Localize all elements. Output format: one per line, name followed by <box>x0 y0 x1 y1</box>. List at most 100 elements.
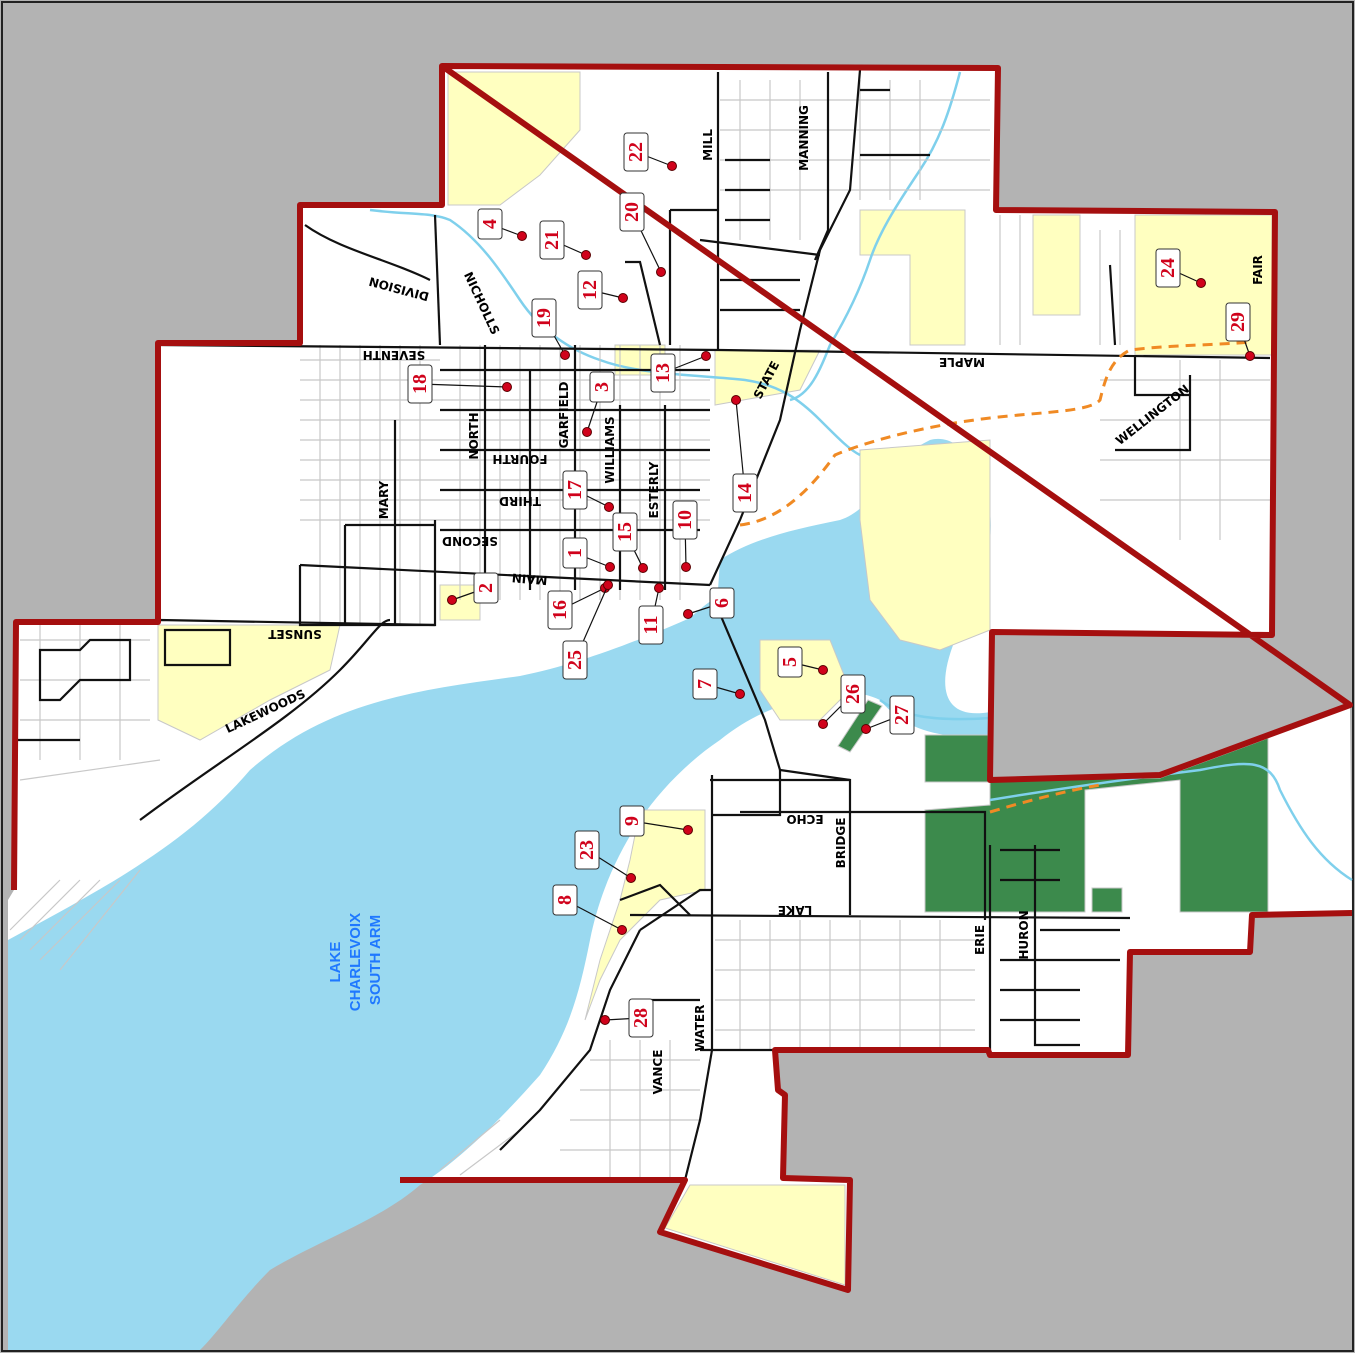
street-label-manning: MANNING <box>797 105 811 171</box>
marker-label-box <box>577 270 603 310</box>
marker-leader-line <box>419 383 508 388</box>
marker-label-box <box>539 220 565 260</box>
park-north <box>447 71 581 206</box>
marker-dot[interactable] <box>818 719 828 729</box>
marker-number: 25 <box>564 650 586 670</box>
city-boundary-south <box>400 910 1353 1293</box>
site-marker-17[interactable]: 17 <box>562 470 614 512</box>
site-marker-6[interactable]: 6 <box>683 587 735 619</box>
marker-dot[interactable] <box>560 350 570 360</box>
marker-dot[interactable] <box>638 563 648 573</box>
marker-dot[interactable] <box>517 231 527 241</box>
marker-label-box <box>840 674 866 714</box>
site-marker-13[interactable]: 13 <box>650 351 711 393</box>
marker-dot[interactable] <box>581 250 591 260</box>
marker-label-box <box>407 364 433 404</box>
street-label-fair: FAIR <box>1251 255 1265 285</box>
street-label-echo: ECHO <box>786 812 823 826</box>
marker-number: 24 <box>1157 258 1179 278</box>
marker-number: 7 <box>694 679 716 689</box>
site-marker-29[interactable]: 29 <box>1225 302 1255 361</box>
site-marker-27[interactable]: 27 <box>861 695 915 735</box>
street-label-huron: HURON <box>1017 910 1031 959</box>
marker-dot[interactable] <box>681 562 691 572</box>
lake-label-line-3: SOUTH ARM <box>367 915 384 1005</box>
site-marker-25[interactable]: 25 <box>562 580 613 680</box>
site-marker-2[interactable]: 2 <box>447 572 499 605</box>
city-boundary-west <box>11 66 445 891</box>
lake-label-line-1: LAKE <box>327 942 344 983</box>
site-marker-8[interactable]: 8 <box>552 884 627 935</box>
site-marker-4[interactable]: 4 <box>477 208 527 241</box>
marker-dot[interactable] <box>604 502 614 512</box>
marker-dot[interactable] <box>656 267 666 277</box>
street-label-garfield: GARFIELD <box>557 382 571 449</box>
street-label-mill: MILL <box>701 129 715 161</box>
marker-dot[interactable] <box>683 825 693 835</box>
park-sunset <box>157 624 341 741</box>
site-marker-23[interactable]: 23 <box>574 830 636 883</box>
site-marker-9[interactable]: 9 <box>619 805 693 837</box>
marker-number: 17 <box>564 480 586 500</box>
site-marker-10[interactable]: 10 <box>672 500 698 572</box>
marker-dot[interactable] <box>617 925 627 935</box>
marker-label-box <box>477 208 503 240</box>
marker-dot[interactable] <box>818 665 828 675</box>
road-lake <box>629 913 1131 920</box>
site-marker-18[interactable]: 18 <box>407 364 512 404</box>
marker-label-box <box>574 830 600 870</box>
site-marker-3[interactable]: 3 <box>582 371 615 437</box>
site-markers: 1234567891011121314151617181920212223242… <box>407 132 1255 1038</box>
site-marker-11[interactable]: 11 <box>638 583 664 645</box>
marker-dot[interactable] <box>735 689 745 699</box>
site-marker-26[interactable]: 26 <box>818 674 866 729</box>
marker-dot[interactable] <box>1196 278 1206 288</box>
marker-dot[interactable] <box>603 580 613 590</box>
marker-dot[interactable] <box>861 724 871 734</box>
site-marker-1[interactable]: 1 <box>562 537 615 572</box>
park-south <box>664 1184 846 1286</box>
site-marker-16[interactable]: 16 <box>547 583 610 630</box>
marker-dot[interactable] <box>701 351 711 361</box>
marker-label-box <box>531 298 557 338</box>
site-marker-20[interactable]: 20 <box>619 192 666 277</box>
street-label-water: WATER <box>693 1005 707 1052</box>
parcel-lines-shore <box>9 869 521 1176</box>
marker-dot[interactable] <box>447 595 457 605</box>
lake-label: LAKE CHARLEVOIX SOUTH ARM <box>327 909 384 1012</box>
marker-number: 26 <box>842 684 864 704</box>
street-label-vance: VANCE <box>651 1050 665 1095</box>
marker-number: 13 <box>652 363 674 383</box>
marker-number: 6 <box>711 598 733 608</box>
marker-number: 16 <box>549 600 571 620</box>
site-marker-28[interactable]: 28 <box>600 998 654 1038</box>
site-marker-15[interactable]: 15 <box>612 512 648 573</box>
marker-dot[interactable] <box>502 382 512 392</box>
marker-dot[interactable] <box>683 609 693 619</box>
site-marker-12[interactable]: 12 <box>577 270 628 310</box>
marker-dot[interactable] <box>654 583 664 593</box>
marker-label-box <box>547 590 573 630</box>
site-marker-14[interactable]: 14 <box>731 395 758 513</box>
road-grid-west <box>18 628 232 742</box>
site-marker-19[interactable]: 19 <box>531 298 570 360</box>
site-marker-24[interactable]: 24 <box>1155 248 1206 288</box>
marker-dot[interactable] <box>1245 351 1255 361</box>
street-label-seventh: SEVENTH <box>363 348 426 362</box>
marker-dot[interactable] <box>582 427 592 437</box>
marker-dot[interactable] <box>618 293 628 303</box>
marker-dot[interactable] <box>626 873 636 883</box>
marker-dot[interactable] <box>600 1015 610 1025</box>
road-manning <box>813 72 830 261</box>
site-marker-21[interactable]: 21 <box>539 220 591 260</box>
site-marker-22[interactable]: 22 <box>623 132 677 172</box>
marker-label-box <box>692 668 718 700</box>
marker-dot[interactable] <box>605 562 615 572</box>
marker-dot[interactable] <box>731 395 741 405</box>
marker-dot[interactable] <box>667 161 677 171</box>
site-marker-7[interactable]: 7 <box>692 668 745 700</box>
marker-number: 27 <box>891 705 913 725</box>
site-marker-5[interactable]: 5 <box>777 646 828 678</box>
marker-label-box <box>1155 248 1181 288</box>
